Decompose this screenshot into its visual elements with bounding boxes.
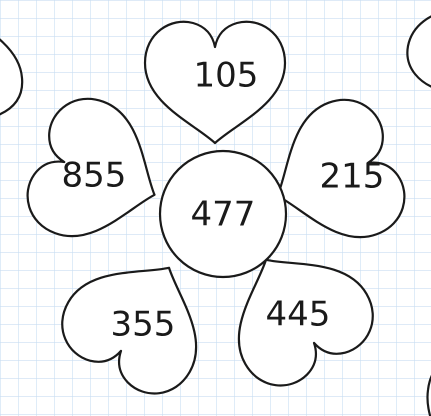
petal-bottom-right-number: 445: [266, 295, 331, 335]
petal-left-number: 855: [62, 156, 127, 196]
flower-center: 477: [160, 151, 286, 277]
petal-bottom-left-number: 355: [111, 305, 176, 345]
petal-top-number: 105: [194, 56, 259, 96]
petal-right-number: 215: [320, 157, 385, 197]
center-number: 477: [191, 195, 256, 235]
